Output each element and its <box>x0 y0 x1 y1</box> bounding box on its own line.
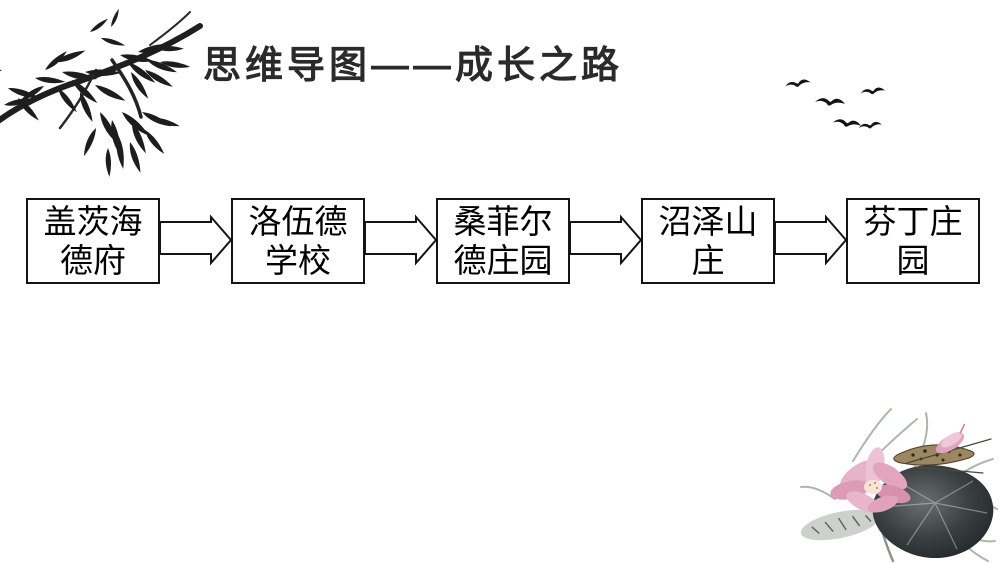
node-text-line: 德府 <box>60 242 126 279</box>
node-text-line: 洛伍德 <box>248 203 348 240</box>
node-text-line: 桑菲尔 <box>453 203 553 240</box>
bird-icon <box>814 96 846 108</box>
flow-arrow-2 <box>365 198 436 284</box>
node-text-line: 园 <box>896 242 930 279</box>
flying-birds-illustration <box>784 78 886 130</box>
flow-node-ferndean: 芬丁庄 园 <box>846 198 980 284</box>
flowchart: 盖茨海 德府 洛伍德 学校 桑菲尔 德庄园 沼泽山 <box>26 198 980 284</box>
node-text-line: 沼泽山 <box>658 203 758 240</box>
bird-icon <box>860 86 886 96</box>
bird-icon <box>858 121 883 130</box>
node-text-line: 德庄园 <box>453 242 553 279</box>
flow-arrow-3 <box>570 198 641 284</box>
flow-node-gateshead: 盖茨海 德府 <box>26 198 160 284</box>
flow-arrow-4 <box>775 198 846 284</box>
node-text-line: 庄 <box>691 242 725 279</box>
node-text-line: 盖茨海 <box>43 203 143 240</box>
lotus-ink-illustration <box>800 408 998 563</box>
flow-node-lowood: 洛伍德 学校 <box>231 198 365 284</box>
flow-arrow-1 <box>160 198 231 284</box>
flow-node-moor-house: 沼泽山 庄 <box>641 198 775 284</box>
node-text-line: 芬丁庄 <box>863 203 963 240</box>
bird-icon <box>784 78 811 89</box>
bamboo-ink-illustration <box>0 8 203 177</box>
slide-title: 思维导图——成长之路 <box>203 45 624 87</box>
flow-node-thornfield: 桑菲尔 德庄园 <box>436 198 570 284</box>
node-text-line: 学校 <box>265 242 331 279</box>
bird-icon <box>832 117 862 130</box>
